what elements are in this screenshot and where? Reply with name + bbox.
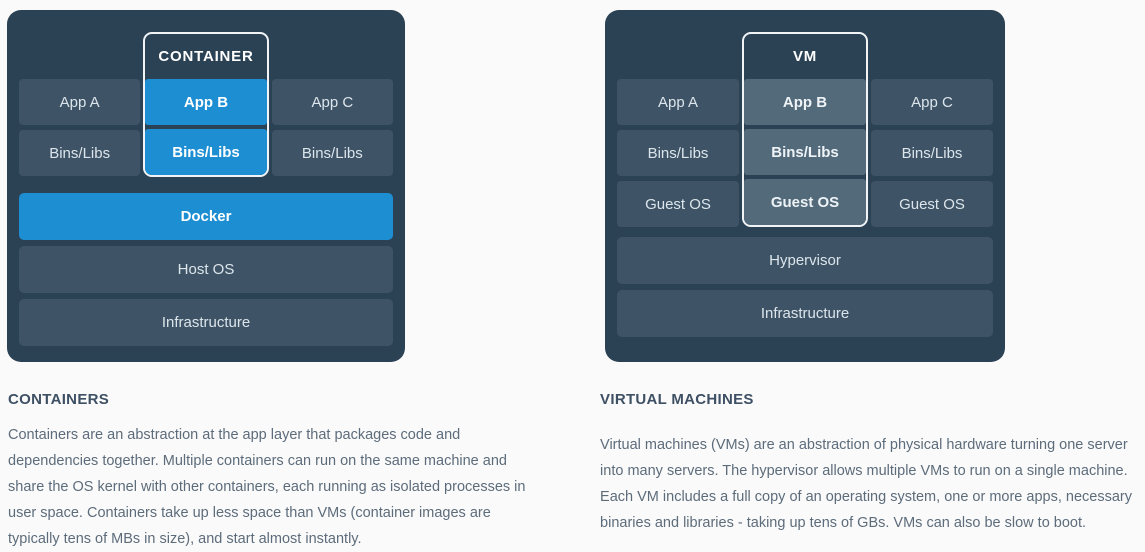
vms-description-block: VIRTUAL MACHINES Virtual machines (VMs) … [600,390,1145,552]
docker-layer-bar: Docker [19,193,393,240]
bins-libs-c-cell: Bins/Libs [271,130,393,176]
bins-libs-a-cell: Bins/Libs [19,130,141,176]
vm-box-title: VM [792,48,818,65]
app-c-cell: App C [271,79,393,125]
container-base-layers: Docker Host OS Infrastructure [19,193,393,346]
app-a-cell: App A [19,79,141,125]
vm-infrastructure-layer-bar: Infrastructure [617,290,993,337]
vm-guest-os-a-cell: Guest OS [617,181,739,227]
vm-app-b-cell: App B [744,79,866,125]
infrastructure-layer-bar: Infrastructure [19,299,393,346]
vm-stack-panel: App A Bins/Libs Guest OS VM App B Bins/L… [605,10,1005,362]
vm-highlight-box: VM App B Bins/Libs Guest OS [742,32,868,227]
app-b-cell: App B [145,79,267,125]
container-column-c: App C Bins/Libs [271,32,393,177]
vm-box-cells: App B Bins/Libs Guest OS [744,79,866,225]
vm-app-grid: App A Bins/Libs Guest OS VM App B Bins/L… [617,32,993,227]
vm-app-c-cell: App C [871,79,993,125]
container-highlight-box: CONTAINER App B Bins/Libs [143,32,269,177]
vm-column-c: App C Bins/Libs Guest OS [871,32,993,227]
vm-column-a: App A Bins/Libs Guest OS [617,32,739,227]
container-app-grid: App A Bins/Libs CONTAINER App B Bins/Lib… [19,32,393,177]
host-os-layer-bar: Host OS [19,246,393,293]
vm-guest-os-c-cell: Guest OS [871,181,993,227]
description-row: CONTAINERS Containers are an abstraction… [0,390,1145,552]
vm-bins-libs-a-cell: Bins/Libs [617,130,739,176]
bins-libs-b-cell: Bins/Libs [145,129,267,175]
vm-bins-libs-c-cell: Bins/Libs [871,130,993,176]
vms-description-text: Virtual machines (VMs) are an abstractio… [600,437,1132,531]
containers-description-text: Containers are an abstraction at the app… [8,427,526,547]
hypervisor-layer-bar: Hypervisor [617,237,993,284]
container-box-cells: App B Bins/Libs [145,79,267,175]
container-stack-panel: App A Bins/Libs CONTAINER App B Bins/Lib… [7,10,405,362]
containers-description-block: CONTAINERS Containers are an abstraction… [8,390,536,552]
container-box-title: CONTAINER [158,48,254,65]
vm-guest-os-b-cell: Guest OS [744,179,866,225]
vm-base-layers: Hypervisor Infrastructure [617,237,993,337]
diagram-row: App A Bins/Libs CONTAINER App B Bins/Lib… [7,10,1005,362]
vm-app-a-cell: App A [617,79,739,125]
vms-heading: VIRTUAL MACHINES [600,391,754,408]
containers-heading: CONTAINERS [8,391,110,408]
vm-bins-libs-b-cell: Bins/Libs [744,129,866,175]
container-column-a: App A Bins/Libs [19,32,141,177]
